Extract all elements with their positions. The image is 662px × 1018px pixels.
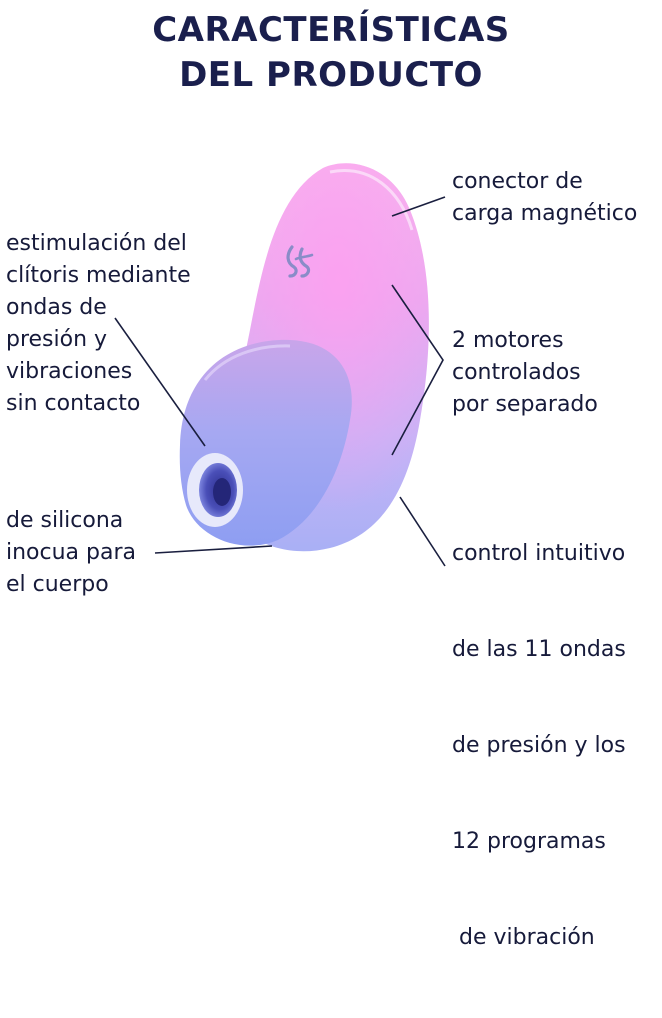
label-motors: 2 motores controlados por separado [452,325,598,421]
label-stimulation-line: ondas de [6,295,107,320]
title-line-1: CARACTERÍSTICAS [152,10,510,50]
label-control: control intuitivo de las 11 ondas de pre… [452,474,626,1018]
label-connector-line: carga magnético [452,201,638,226]
label-motors-line: por separado [452,392,598,417]
label-stimulation-line: vibraciones [6,359,133,384]
label-control-line: de vibración [452,925,595,950]
label-control-line: 12 programas [452,829,606,854]
label-connector-line: conector de [452,169,583,194]
label-stimulation: estimulación del clítoris mediante ondas… [6,228,191,420]
label-stimulation-line: sin contacto [6,391,141,416]
leader-line-silicone [154,545,273,554]
feature-infographic: CARACTERÍSTICAS DEL PRODUCTO [6,10,637,950]
label-control-line: control intuitivo [452,541,626,566]
label-control-line: de presión y los [452,733,626,758]
leader-line-control [399,496,446,567]
label-silicone-line: el cuerpo [6,572,109,597]
label-silicone-line: inocua para [6,540,137,565]
leader-line-connector [391,196,446,217]
product-illustration [114,163,446,567]
label-motors-line: 2 motores [452,328,564,353]
label-silicone-line: de silicona [6,508,124,533]
leader-line-stimulation [114,317,206,447]
brand-logo-icon [286,245,314,278]
label-stimulation-line: estimulación del [6,231,187,256]
label-stimulation-line: presión y [6,327,108,352]
label-control-line: de las 11 ondas [452,637,626,662]
title-line-2: DEL PRODUCTO [179,55,483,95]
label-stimulation-line: clítoris mediante [6,263,191,288]
label-motors-line: controlados [452,360,581,385]
leader-line-motors [391,284,444,456]
label-connector: conector de carga magnético [452,166,637,230]
label-silicone: de silicona inocua para el cuerpo [6,505,136,601]
